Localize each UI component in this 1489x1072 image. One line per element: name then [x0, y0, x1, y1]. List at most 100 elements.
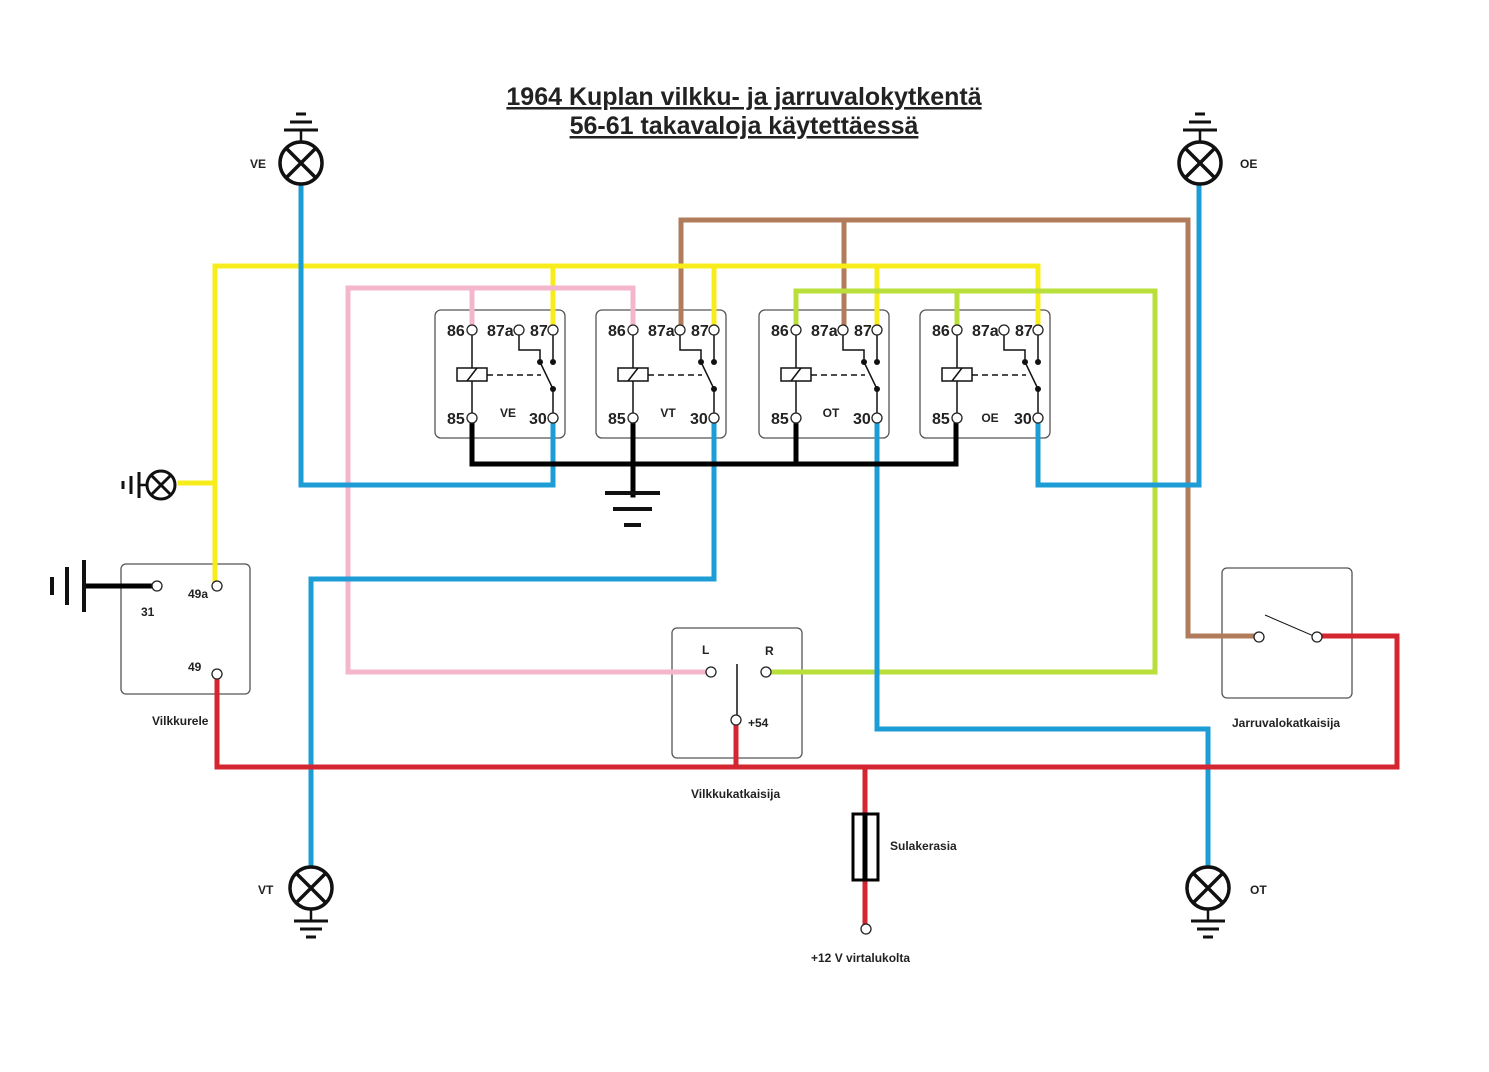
lamp-vt [288, 865, 334, 939]
relay-label-ve: VE [500, 406, 516, 420]
relay-internals-ve [456, 324, 559, 424]
flasher-relay [120, 563, 251, 695]
relay-internals-vt [617, 324, 720, 424]
flasher-pin-31: 31 [141, 605, 155, 619]
relay-ve-terminal-30 [547, 412, 559, 424]
relay-ot-pin-86: 86 [771, 323, 789, 340]
turn-switch-pin-r: R [765, 644, 774, 658]
relay-ot-terminal-87a [837, 324, 849, 336]
relay-ve-terminal-85 [466, 412, 478, 424]
ground-icon [284, 112, 318, 142]
ground-icon [1183, 112, 1217, 142]
flasher-terminal-49 [211, 668, 223, 680]
turn-switch-terminal-54 [730, 714, 742, 726]
supply-terminal [860, 923, 872, 935]
relay-label-ot: OT [823, 406, 840, 420]
relay-oe-pin-86: 86 [932, 323, 950, 340]
relay-ve-pin-86: 86 [447, 323, 465, 340]
relay-ot-pin-30: 30 [853, 411, 871, 428]
wire-yellow [177, 263, 1041, 588]
flasher-terminal-49a [211, 580, 223, 592]
title-line-2: 56-61 takavaloja käytettäessä [570, 112, 919, 140]
relay-ot-terminal-30 [871, 412, 883, 424]
relay-oe-pin-30: 30 [1014, 411, 1032, 428]
relay-ve-pin-87a: 87a [487, 323, 514, 340]
relay-internals-oe [941, 324, 1044, 424]
lamp-ot [1185, 865, 1231, 939]
wire-brown [678, 217, 1261, 639]
wire-black-ground [82, 415, 959, 589]
wire-green [763, 288, 1158, 675]
relay-oe [919, 309, 1051, 439]
relay-ve-terminal-87 [547, 324, 559, 336]
relay-ot-pin-87a: 87a [811, 323, 838, 340]
relay-internals-ot [780, 324, 883, 424]
relay-vt-terminal-85 [627, 412, 639, 424]
relay-vt [595, 309, 727, 439]
wire-pink [345, 285, 714, 675]
brake-switch-contact [1264, 614, 1317, 638]
turn-switch-terminal-l [705, 666, 717, 678]
ground-icon [121, 472, 147, 498]
flasher-relay-label: Vilkkurele [152, 714, 209, 728]
relay-ot [758, 309, 890, 439]
relay-oe-terminal-87 [1032, 324, 1044, 336]
flasher-pin-49a: 49a [188, 587, 208, 601]
relay-oe-terminal-86 [951, 324, 963, 336]
lamp-label-ot: OT [1250, 883, 1267, 897]
relay-vt-terminal-87 [708, 324, 720, 336]
relay-ve-pin-87: 87 [530, 323, 548, 340]
relay-oe-terminal-30 [1032, 412, 1044, 424]
relay-vt-pin-86: 86 [608, 323, 626, 340]
turn-switch-label: Vilkkukatkaisija [691, 787, 781, 801]
relay-ot-terminal-87 [871, 324, 883, 336]
relay-ot-terminal-85 [790, 412, 802, 424]
relay-ve [434, 309, 566, 439]
relay-ot-terminal-86 [790, 324, 802, 336]
relay-ve-pin-30: 30 [529, 411, 547, 428]
relay-oe-terminal-85 [951, 412, 963, 424]
relay-ve-terminal-87a [513, 324, 525, 336]
relay-ve-terminal-86 [466, 324, 478, 336]
lamp-label-oe: OE [1240, 157, 1257, 171]
brake-switch-terminal-in [1253, 631, 1265, 643]
ground-symbol-relays [605, 491, 660, 527]
relay-label-vt: VT [660, 406, 676, 420]
brake-switch-label: Jarruvalokatkaisija [1232, 716, 1340, 730]
relay-oe-pin-87a: 87a [972, 323, 999, 340]
lamp-label-ve: VE [250, 157, 266, 171]
supply-label: +12 V virtalukolta [811, 951, 910, 965]
title-line-1: 1964 Kuplan vilkku- ja jarruvalokytkentä [506, 83, 981, 111]
relay-vt-terminal-86 [627, 324, 639, 336]
relay-oe-pin-85: 85 [932, 411, 950, 428]
ground-symbol-flasher [50, 560, 86, 612]
relay-vt-terminal-30 [708, 412, 720, 424]
fuse-symbol [851, 812, 880, 882]
relay-vt-pin-87: 87 [691, 323, 709, 340]
relay-vt-pin-87a: 87a [648, 323, 675, 340]
relay-ve-pin-85: 85 [447, 411, 465, 428]
ground-icon [294, 909, 328, 939]
ground-icon [1191, 909, 1225, 939]
wire-blue [298, 182, 1211, 868]
lamp-label-vt: VT [258, 883, 274, 897]
brake-switch-terminal-out [1311, 631, 1323, 643]
flasher-pin-49: 49 [188, 660, 202, 674]
brake-light-switch [1221, 567, 1353, 699]
turn-switch-pin-l: L [702, 643, 709, 657]
turn-switch-pin-54: +54 [748, 716, 769, 730]
lamp-ve [278, 112, 324, 186]
fuse-label: Sulakerasia [890, 839, 957, 853]
relay-ot-pin-85: 85 [771, 411, 789, 428]
flasher-terminal-31 [151, 580, 163, 592]
lamp-side-marker [121, 469, 177, 501]
relay-ot-pin-87: 87 [854, 323, 872, 340]
relay-vt-pin-30: 30 [690, 411, 708, 428]
turn-switch-terminal-r [760, 666, 772, 678]
relay-oe-pin-87: 87 [1015, 323, 1033, 340]
relay-vt-terminal-87a [674, 324, 686, 336]
relay-vt-pin-85: 85 [608, 411, 626, 428]
relay-label-oe: OE [981, 411, 998, 425]
lamp-oe [1177, 112, 1223, 186]
